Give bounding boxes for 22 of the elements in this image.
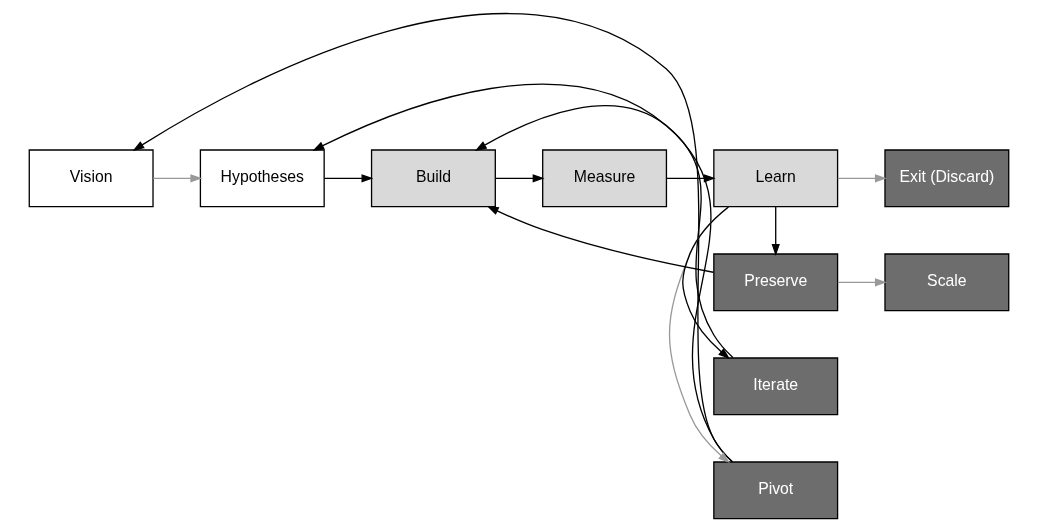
- node-box: Learn: [713, 149, 839, 208]
- arrow: [494, 174, 545, 183]
- node-box: Iterate: [713, 357, 839, 416]
- node-box: Hypotheses: [199, 149, 325, 208]
- node-box: Vision: [28, 149, 154, 208]
- arrow: [486, 206, 715, 273]
- node-box: Measure: [542, 149, 668, 208]
- arrow: [837, 278, 887, 287]
- node-box: Pivot: [713, 461, 839, 520]
- arrow: [323, 174, 374, 183]
- node-box: Build: [370, 149, 496, 208]
- node-box: Preserve: [713, 253, 839, 312]
- node-box: Exit (Discard): [884, 149, 1010, 208]
- arrow: [771, 206, 780, 256]
- arrow: [682, 206, 730, 360]
- node-box: Scale: [884, 253, 1010, 312]
- arrow: [837, 174, 887, 183]
- arrow: [474, 105, 734, 359]
- arrow: [152, 174, 203, 183]
- arrow: [666, 174, 716, 183]
- arrow: [312, 83, 734, 463]
- arrow: [132, 13, 733, 463]
